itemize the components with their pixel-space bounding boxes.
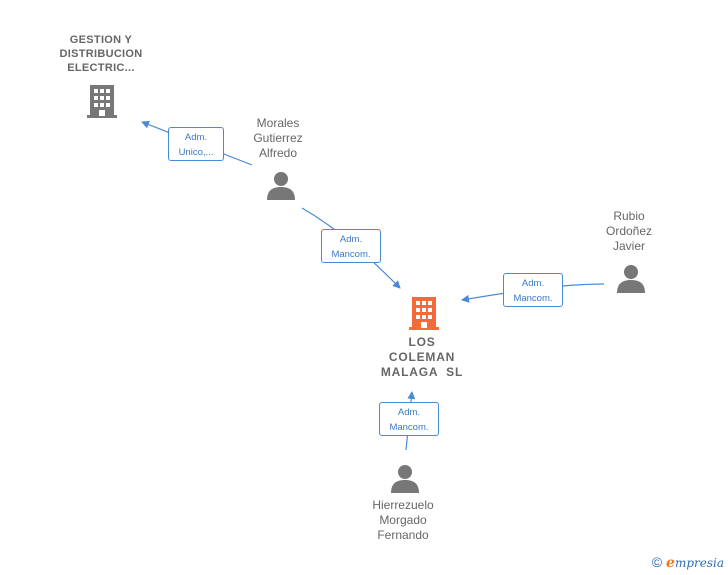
edge-label-hierrezuelo-main[interactable]: Adm. Mancom.: [379, 402, 439, 436]
brand-watermark: ©empresia: [652, 554, 724, 571]
building-icon: [87, 85, 117, 118]
company-node-gestion[interactable]: GESTION Y DISTRIBUCION ELECTRIC...: [40, 33, 162, 75]
person-node-hierrezuelo[interactable]: Hierrezuelo Morgado Fernando: [356, 498, 450, 543]
person-label-rubio: Rubio Ordoñez Javier: [605, 209, 653, 253]
copyright-symbol: ©: [651, 554, 663, 570]
person-node-morales[interactable]: Morales Gutierrez Alfredo: [232, 116, 324, 161]
brand-logo-letter: e: [666, 555, 675, 571]
company-label-gestion: GESTION Y DISTRIBUCION ELECTRIC...: [59, 34, 143, 74]
person-label-morales: Morales Gutierrez Alfredo: [253, 116, 303, 160]
person-icon: [617, 265, 645, 293]
edge-label-morales-gestion[interactable]: Adm. Unico,...: [168, 127, 224, 161]
person-label-hierrezuelo: Hierrezuelo Morgado Fernando: [372, 498, 434, 542]
edge-label-rubio-main[interactable]: Adm. Mancom.: [503, 273, 563, 307]
person-icon: [391, 465, 419, 493]
building-icon: [409, 297, 439, 330]
edge-label-morales-main[interactable]: Adm. Mancom.: [321, 229, 381, 263]
brand-name: mpresia: [674, 556, 724, 570]
company-label-main: LOS COLEMAN MALAGA SL: [380, 335, 464, 379]
person-icon: [267, 172, 295, 200]
company-node-main[interactable]: LOS COLEMAN MALAGA SL: [362, 335, 482, 380]
person-node-rubio[interactable]: Rubio Ordoñez Javier: [586, 209, 672, 254]
